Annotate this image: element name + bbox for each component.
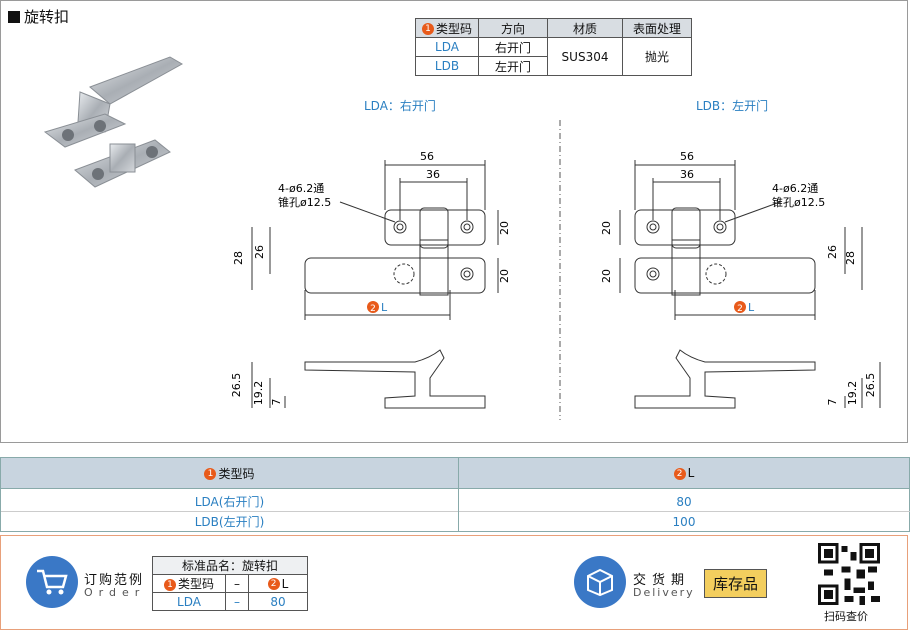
lda-l-label: L <box>381 301 388 314</box>
lda-dim-56: 56 <box>420 150 434 163</box>
lda-dim-20a: 20 <box>498 221 511 235</box>
lda-drawing: 56 36 4-ø6.2通 锥孔ø12.5 28 26 20 20 2 L 26… <box>230 150 511 409</box>
ldb-l-label: L <box>748 301 755 314</box>
qr-code-icon[interactable] <box>818 543 880 605</box>
spec-code-ldb: LDB <box>414 56 480 76</box>
ldb-dim-26: 26 <box>826 245 839 259</box>
param-row-lda-code: LDA(右开门) <box>0 488 459 512</box>
lda-dim-20b: 20 <box>498 269 511 283</box>
ldb-dim-56: 56 <box>680 150 694 163</box>
cart-icon <box>26 556 78 608</box>
lda-hole-note-2: 锥孔ø12.5 <box>278 196 331 209</box>
qr-label: 扫码查价 <box>824 610 868 623</box>
lda-dim-26: 26 <box>253 245 266 259</box>
param-row-lda-value: 80 <box>458 488 910 512</box>
order-std-name: 标准品名：旋转扣 <box>152 556 308 575</box>
spec-header-finish: 表面处理 <box>622 18 693 38</box>
lda-dim-7: 7 <box>270 399 283 406</box>
param-row-ldb-value: 100 <box>458 511 910 532</box>
delivery-box-icon <box>574 556 626 608</box>
ldb-dim-36: 36 <box>680 168 694 181</box>
lda-dim-26-5: 26.5 <box>230 373 243 398</box>
ldb-dim-20a: 20 <box>600 221 613 235</box>
ldb-l-badge-icon <box>734 301 746 313</box>
ldb-drawing: 56 36 4-ø6.2通 锥孔ø12.5 20 20 26 28 2 L 7 … <box>600 150 881 409</box>
title-text: 旋转扣 <box>24 8 70 26</box>
order-dash-2: – <box>225 592 249 611</box>
right-drawing-title: LDB：左开门 <box>696 99 769 113</box>
lda-dim-28: 28 <box>232 251 245 265</box>
lda-dim-19-2: 19.2 <box>252 381 265 406</box>
ldb-dim-26-5: 26.5 <box>864 373 877 398</box>
order-delivery-panel <box>0 535 908 630</box>
spec-dir-lda: 右开门 <box>478 37 549 57</box>
spec-code-lda: LDA <box>414 37 480 57</box>
delivery-label-cn: 交货期 <box>633 573 691 588</box>
order-dash: – <box>225 574 249 593</box>
ldb-dim-20b: 20 <box>600 269 613 283</box>
page-title: 旋转扣 <box>8 6 69 27</box>
spec-finish: 抛光 <box>622 37 693 76</box>
spec-header-material: 材质 <box>547 18 624 38</box>
order-value: 80 <box>248 592 308 611</box>
title-square-icon <box>8 10 20 23</box>
ldb-dim-7: 7 <box>826 399 839 406</box>
ldb-dim-19-2: 19.2 <box>846 381 859 406</box>
ldb-l-num: 2 <box>737 304 743 314</box>
order-label-en: Order <box>84 586 146 599</box>
left-drawing-title: LDA：右开门 <box>364 99 436 113</box>
product-photo <box>43 56 184 188</box>
drawing-frame <box>0 0 908 443</box>
ldb-hole-note-1: 4-ø6.2通 <box>772 182 818 195</box>
stock-badge: 库存品 <box>704 569 768 598</box>
spec-material: SUS304 <box>547 37 624 76</box>
center-divider <box>559 120 561 420</box>
ldb-dim-28: 28 <box>844 251 857 265</box>
lda-hole-note-1: 4-ø6.2通 <box>278 182 324 195</box>
delivery-label-en: Delivery <box>633 586 695 599</box>
lda-dim-36: 36 <box>426 168 440 181</box>
param-row-ldb-code: LDB(左开门) <box>0 511 459 532</box>
spec-dir-ldb: 左开门 <box>478 56 549 76</box>
order-label-cn: 订购范例 <box>84 573 145 588</box>
lda-l-badge-icon <box>367 301 379 313</box>
spec-header-direction: 方向 <box>478 18 549 38</box>
lda-l-num: 2 <box>370 304 376 314</box>
ldb-hole-note-2: 锥孔ø12.5 <box>772 196 825 209</box>
order-code: LDA <box>152 592 226 611</box>
